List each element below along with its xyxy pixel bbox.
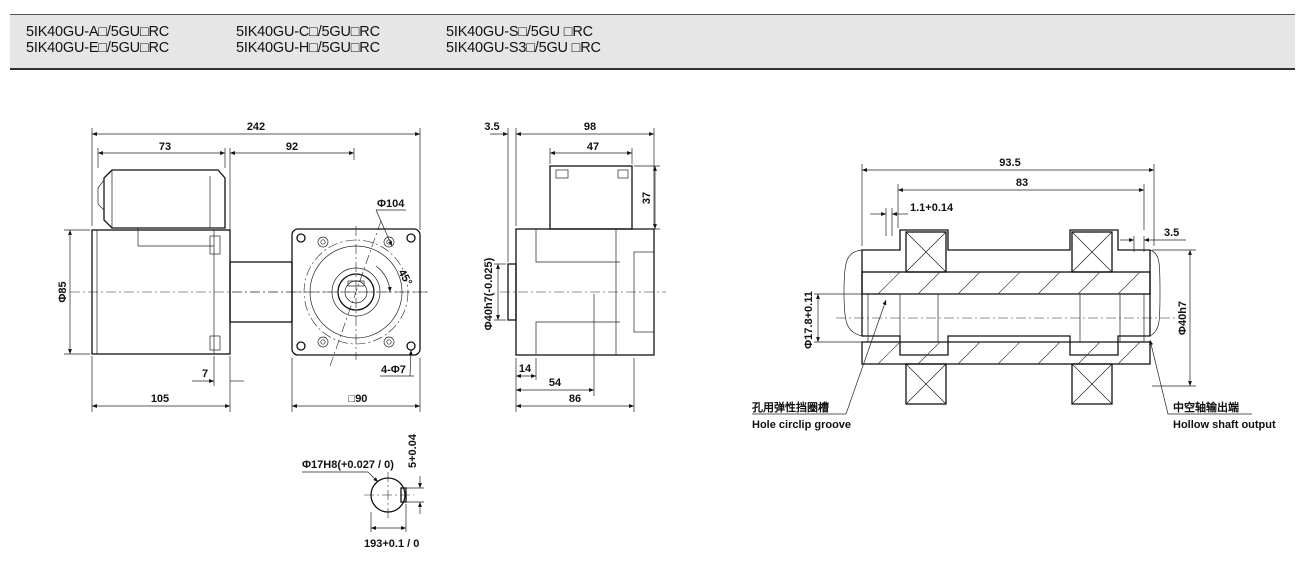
shaft-wall-bottom — [861, 341, 1151, 365]
dim-gearhead: 92 — [286, 141, 298, 153]
dim-14: 14 — [519, 363, 532, 375]
dim-keyway-depth: 193+0.1 / 0 — [364, 538, 419, 550]
dim-86: 86 — [569, 393, 581, 405]
label-output-en: Hollow shaft output — [1173, 419, 1276, 431]
model-column-1: 5IK40GU-A□/5GU□RC 5IK40GU-E□/5GU□RC — [26, 24, 169, 56]
keyway-detail: Φ17H8(+0.027 / 0) 5+0.04 193+0.1 / 0 — [302, 433, 424, 550]
shaft-wall-top — [861, 271, 1151, 295]
model-column-2: 5IK40GU-C□/5GU□RC 5IK40GU-H□/5GU□RC — [236, 24, 380, 56]
dim-shaft-inner: 83 — [1016, 177, 1028, 189]
dim-overall-length: 242 — [247, 121, 265, 133]
bearing-right-bottom — [1071, 363, 1113, 405]
dim-shaft-pilot: Φ40h7 — [1177, 301, 1189, 335]
end-terminal-box — [549, 165, 633, 230]
dim-end-offset: 3.5 — [484, 121, 499, 133]
dim-terminal-box: 73 — [159, 141, 171, 153]
dim-motor-diameter: Φ85 — [57, 281, 69, 302]
end-view: 3.5 98 47 37 Φ40h7(-0.025) 14 54 86 — [483, 121, 666, 412]
model-name: 5IK40GU-A□/5GU□RC — [26, 24, 170, 40]
label-circlip-cn: 孔用弹性挡圈槽 — [752, 400, 829, 414]
model-column-3: 5IK40GU-S□/5GU □RC 5IK40GU-S3□/5GU □RC — [446, 24, 601, 56]
dim-box-width: 47 — [587, 141, 599, 153]
dim-flange-size: □90 — [349, 393, 368, 405]
dim-54: 54 — [549, 377, 562, 389]
model-header: 5IK40GU-A□/5GU□RC 5IK40GU-E□/5GU□RC 5IK4… — [10, 14, 1295, 70]
dim-angle: 45° — [395, 268, 414, 288]
dim-motor-length: 105 — [151, 393, 169, 405]
dim-shaft-shoulder: 3.5 — [1164, 227, 1179, 239]
label-output-cn: 中空轴输出端 — [1173, 400, 1239, 414]
shaft-housing — [861, 229, 1151, 356]
label-circlip-en: Hole circlip groove — [752, 419, 851, 431]
dim-box-height: 37 — [641, 192, 653, 204]
bearing-right-top — [1071, 231, 1113, 273]
dim-keyway-bore: Φ17H8(+0.027 / 0) — [302, 459, 394, 471]
dim-end-overall: 98 — [584, 121, 596, 133]
front-view: Φ104 45° 4-Φ7 □90 — [291, 198, 430, 412]
dim-pilot-diameter: Φ40h7(-0.025) — [483, 257, 495, 330]
dim-flange-gap: 7 — [202, 368, 208, 380]
model-name: 5IK40GU-C□/5GU□RC — [236, 24, 380, 40]
model-name: 5IK40GU-S3□/5GU □RC — [446, 40, 601, 56]
dim-key-width: 5+0.04 — [407, 433, 419, 468]
dim-mount-holes: 4-Φ7 — [381, 364, 406, 376]
hollow-shaft-view: 93.5 83 1.1+0.14 3.5 Φ17.8+0.11 Φ40h7 孔用… — [752, 157, 1276, 431]
dim-pcd: Φ104 — [377, 198, 405, 210]
model-name: 5IK40GU-H□/5GU□RC — [236, 40, 380, 56]
dim-shaft-bore: Φ17.8+0.11 — [803, 291, 815, 349]
terminal-box — [103, 169, 226, 229]
side-view: 242 73 92 105 7 Φ85 — [57, 121, 430, 412]
model-name: 5IK40GU-S□/5GU □RC — [446, 24, 593, 40]
dim-shaft-overall: 93.5 — [999, 157, 1020, 169]
model-name: 5IK40GU-E□/5GU□RC — [26, 40, 170, 56]
bearing-left-top — [905, 231, 947, 273]
bearing-left-bottom — [905, 363, 947, 405]
dim-groove-width: 1.1+0.14 — [910, 202, 954, 214]
